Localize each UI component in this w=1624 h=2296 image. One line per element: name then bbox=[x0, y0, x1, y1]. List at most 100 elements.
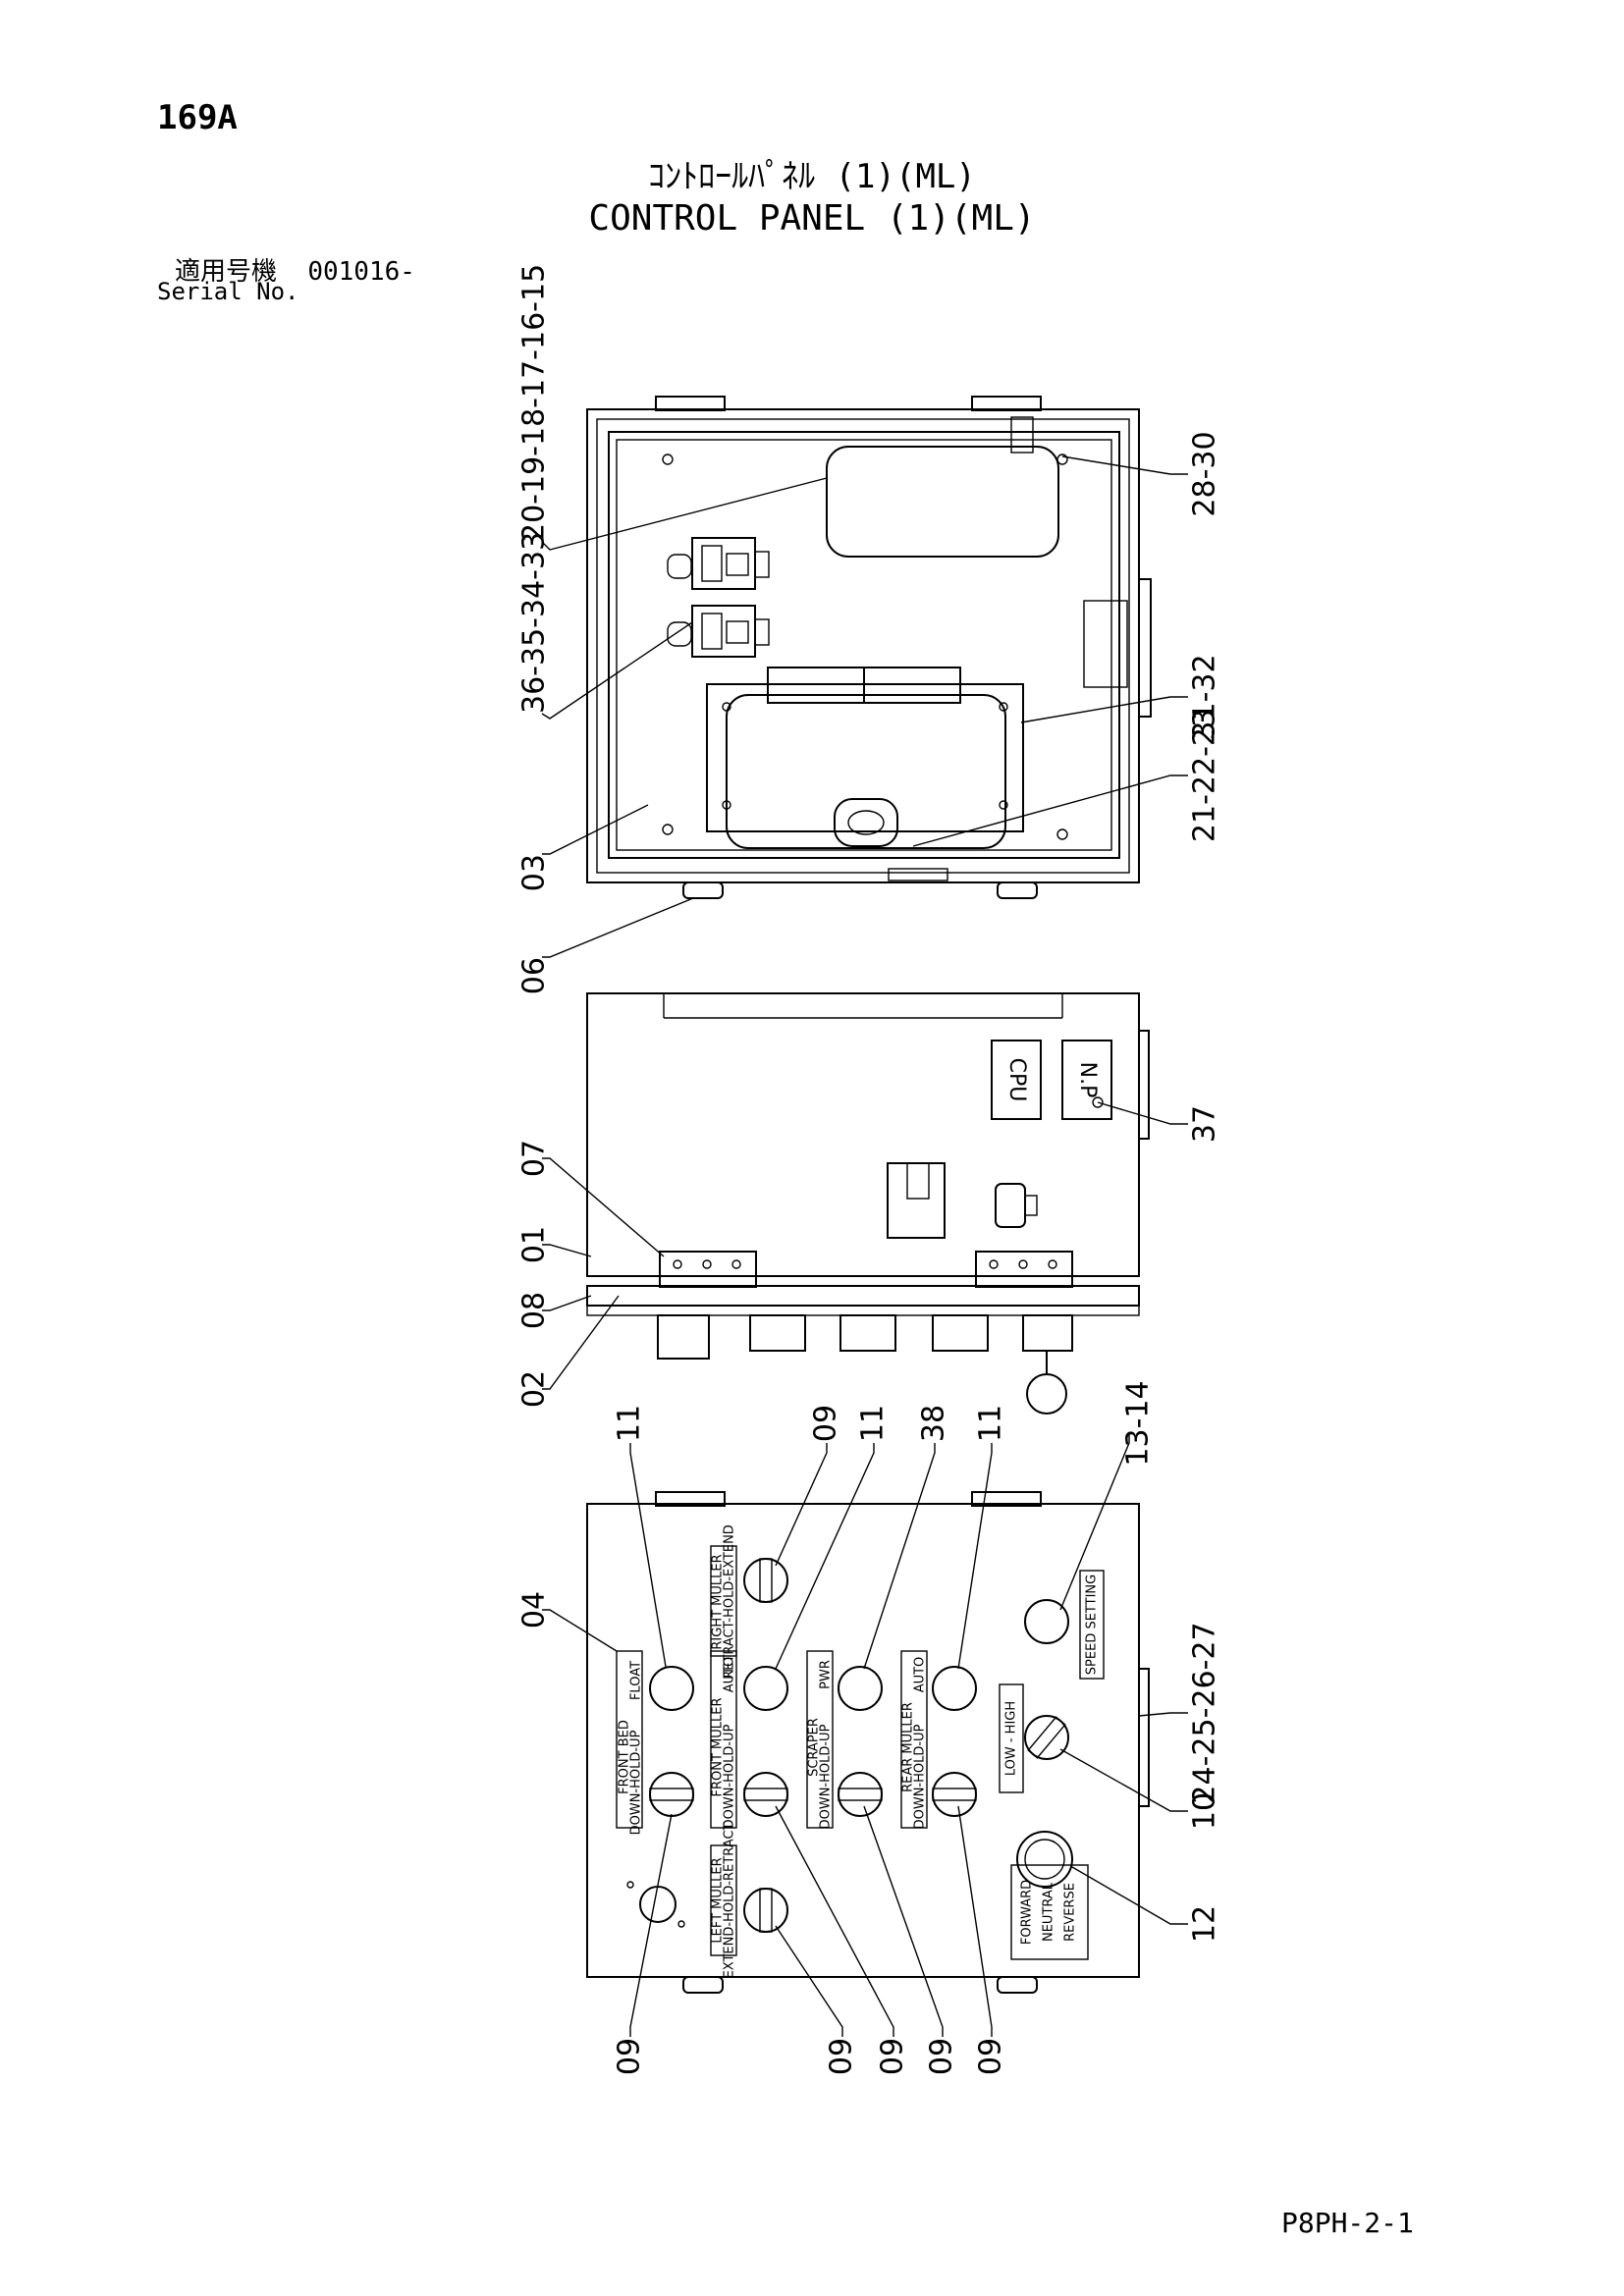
lamp-front-bed bbox=[649, 1666, 694, 1711]
socket bbox=[995, 1183, 1026, 1228]
cable-gland bbox=[834, 798, 898, 847]
hinge-top-right bbox=[971, 396, 1042, 411]
callout-09b: 09 bbox=[613, 2038, 647, 2075]
latch-bottom-right bbox=[997, 881, 1038, 899]
latch-bottom-left bbox=[682, 881, 724, 899]
serial-value: 001016- bbox=[307, 257, 415, 287]
plate-text-front-muller-sub: DOWN-HOLD-UP bbox=[723, 1724, 737, 1829]
plate-text-left-muller-sub: EXTEND-HOLD-RETRACT bbox=[723, 1823, 737, 1979]
plate-text-scraper-sub: DOWN-HOLD-UP bbox=[819, 1724, 834, 1829]
callout-31-32: 31-32 bbox=[1188, 654, 1222, 739]
callout-04: 04 bbox=[517, 1591, 552, 1629]
callout-11a: 11 bbox=[613, 1405, 647, 1442]
np-window bbox=[1061, 1040, 1112, 1120]
plate-right-muller bbox=[710, 1545, 737, 1657]
selector-rear-muller bbox=[932, 1772, 977, 1817]
callout-37: 37 bbox=[1188, 1105, 1222, 1143]
plate-text-rear-muller-sub: DOWN-HOLD-UP bbox=[913, 1724, 928, 1829]
callout-09d: 09 bbox=[876, 2038, 910, 2075]
enclosure-flange bbox=[596, 418, 1130, 874]
plate-text-neutral: NEUTRAL bbox=[1042, 1882, 1056, 1942]
connector-lower bbox=[667, 605, 770, 658]
plate-front-bed bbox=[616, 1650, 643, 1829]
plate-text-forward: FORWARD bbox=[1020, 1880, 1035, 1945]
door-edge bbox=[586, 1285, 1140, 1307]
callout-10: 10 bbox=[1188, 1792, 1222, 1830]
callout-13-14: 13-14 bbox=[1121, 1380, 1156, 1466]
plate-text-scraper-pwr: PWR bbox=[819, 1660, 834, 1689]
door-front-view bbox=[586, 1503, 1140, 1978]
connector-upper bbox=[667, 537, 770, 590]
plate-left-muller bbox=[710, 1844, 737, 1956]
callout-09f: 09 bbox=[974, 2038, 1008, 2075]
serial-label-en: Serial No. bbox=[157, 278, 299, 305]
plate-front-muller bbox=[710, 1650, 737, 1829]
cpu-window bbox=[991, 1040, 1042, 1120]
plate-text-reverse: REVERSE bbox=[1063, 1883, 1078, 1942]
title-english: CONTROL PANEL (1)(ML) bbox=[588, 198, 1036, 239]
selector-right-muller bbox=[743, 1558, 788, 1603]
window-text-np: N.P bbox=[1075, 1062, 1100, 1098]
callout-36-33: 36-35-34-33 bbox=[517, 532, 552, 714]
callout-09c: 09 bbox=[825, 2038, 859, 2075]
callout-24-27: 24-25-26-27 bbox=[1188, 1622, 1222, 1803]
screw bbox=[662, 824, 674, 835]
plate-text-front-muller: FRONT MULLER bbox=[711, 1697, 726, 1796]
callout-11b: 11 bbox=[856, 1405, 891, 1442]
plate-text-front-muller-auto: AUTO bbox=[723, 1657, 737, 1693]
screw bbox=[1056, 828, 1068, 840]
callout-labels: 20-19-18-17-16-15 36-35-34-33 03 06 28-3… bbox=[517, 264, 1222, 2075]
callout-06: 06 bbox=[517, 957, 552, 994]
callout-09e: 09 bbox=[925, 2038, 959, 2075]
callout-28-30: 28-30 bbox=[1188, 431, 1222, 516]
view-top bbox=[586, 992, 1150, 1415]
joystick-knob bbox=[1026, 1373, 1067, 1415]
plate-scraper bbox=[806, 1650, 834, 1829]
blank-plug bbox=[639, 1886, 677, 1923]
enclosure-top-view bbox=[586, 992, 1140, 1277]
plate-low-high bbox=[999, 1683, 1024, 1793]
callout-20-15: 20-19-18-17-16-15 bbox=[517, 264, 552, 542]
plate-text-front-bed-sub: DOWN-HOLD-UP bbox=[629, 1730, 644, 1835]
screw bbox=[1056, 454, 1068, 465]
leader-lines bbox=[541, 455, 1188, 2037]
plate-rear-muller bbox=[900, 1650, 928, 1829]
direction-switch bbox=[1016, 1831, 1073, 1888]
callout-03: 03 bbox=[517, 854, 552, 891]
plate-text-right-muller: RIGHT MULLER bbox=[711, 1554, 726, 1649]
plate-text-rear-muller-auto: AUTO bbox=[913, 1657, 928, 1693]
callout-21-23: 21-22-23 bbox=[1188, 709, 1222, 842]
panel-plate-text: FRONT BED DOWN-HOLD-UP FLOAT RIGHT MULLE… bbox=[618, 1058, 1101, 1979]
plate-text-speed-setting: SPEED SETTING bbox=[1085, 1575, 1100, 1675]
view-interior bbox=[586, 396, 1152, 899]
window-text-cpu: CPU bbox=[1004, 1058, 1029, 1102]
title-japanese: ｺﾝﾄﾛｰﾙﾊﾟﾈﾙ (1)(ML) bbox=[648, 157, 976, 196]
hinge-plate-right bbox=[975, 1251, 1073, 1288]
plate-direction bbox=[1010, 1864, 1089, 1960]
plate-text-right-muller-sub: RETRACT-HOLD-EXTEND bbox=[723, 1524, 737, 1680]
callout-02: 02 bbox=[517, 1370, 552, 1408]
serial-line: 適用号機 001016- bbox=[175, 251, 415, 288]
relay-unit bbox=[826, 446, 1059, 558]
callout-01: 01 bbox=[517, 1226, 552, 1263]
callout-08: 08 bbox=[517, 1292, 552, 1329]
controller-unit bbox=[726, 694, 1006, 849]
plate-text-scraper: SCRAPER bbox=[807, 1718, 822, 1777]
callout-38: 38 bbox=[917, 1405, 951, 1442]
hinge-plate-left bbox=[659, 1251, 757, 1288]
plate-text-front-bed: FRONT BED bbox=[618, 1720, 632, 1794]
lamp-rear-muller bbox=[932, 1666, 977, 1711]
page-number: 169A bbox=[157, 98, 238, 137]
doc-reference: P8PH-2-1 bbox=[1281, 2207, 1414, 2239]
plate-text-rear-muller: REAR MULLER bbox=[901, 1702, 916, 1792]
callout-11c: 11 bbox=[974, 1405, 1008, 1442]
plate-text-low-high: LOW - HIGH bbox=[1004, 1701, 1019, 1776]
fuse-holder bbox=[1010, 416, 1034, 454]
callout-09a: 09 bbox=[809, 1405, 843, 1442]
serial-label-jp: 適用号機 bbox=[175, 257, 278, 287]
plate-speed-setting bbox=[1079, 1570, 1105, 1680]
plate-text-front-bed-float: FLOAT bbox=[629, 1661, 644, 1700]
power-switch bbox=[887, 1162, 946, 1239]
plate-text-left-muller: LEFT MULLER bbox=[711, 1857, 726, 1943]
